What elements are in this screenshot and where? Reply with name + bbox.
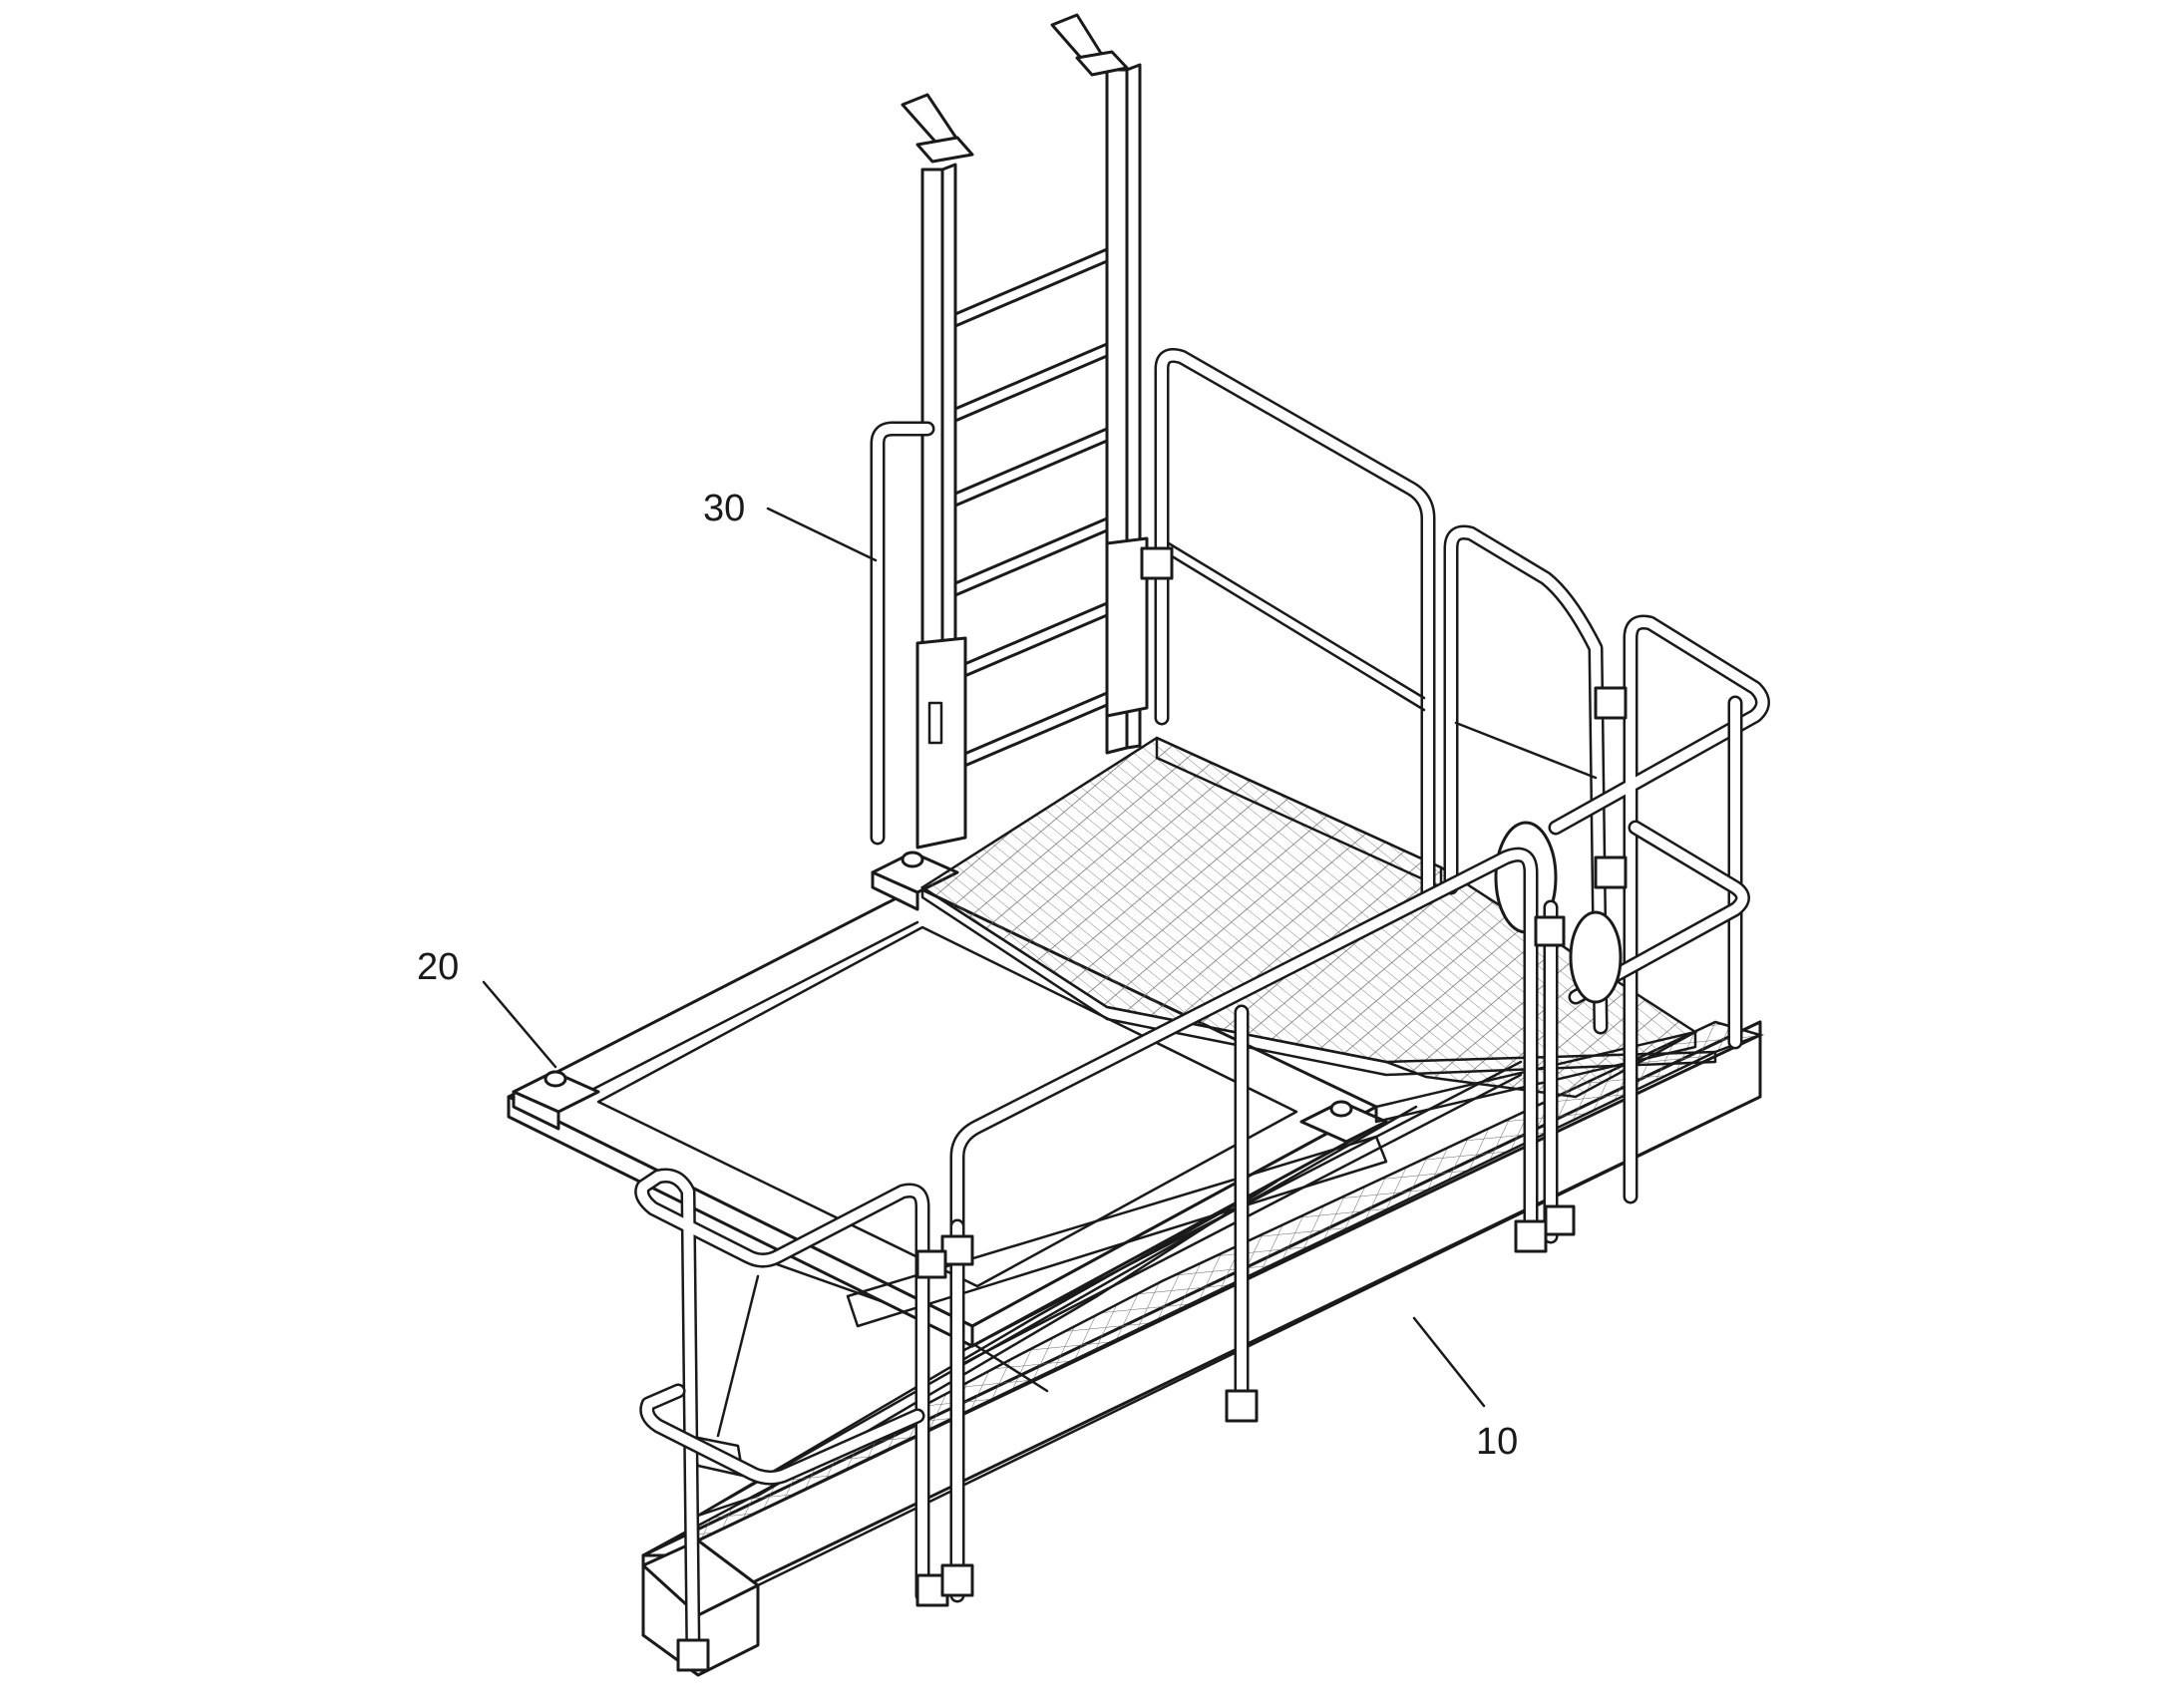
front-handrail xyxy=(634,847,1576,1672)
leader-line-30 xyxy=(766,507,878,562)
ref-label-20: 20 xyxy=(417,946,459,988)
extension-platform xyxy=(507,851,1388,1348)
ladder-rung xyxy=(953,247,1109,328)
rear-railing xyxy=(1140,348,1770,1204)
ref-label-10: 10 xyxy=(1476,1421,1518,1463)
ladder-rung xyxy=(953,601,1109,682)
ladder xyxy=(870,13,1149,850)
ref-label-30: 30 xyxy=(703,488,745,529)
ladder-rung xyxy=(953,691,1109,772)
leader-line-20 xyxy=(482,980,557,1069)
ladder-rung xyxy=(953,516,1109,597)
ladder-rung xyxy=(953,342,1109,423)
leader-line-10 xyxy=(1412,1316,1486,1408)
reference-annotations: 30 20 10 xyxy=(417,488,1518,1463)
ladder-rung xyxy=(953,427,1109,508)
